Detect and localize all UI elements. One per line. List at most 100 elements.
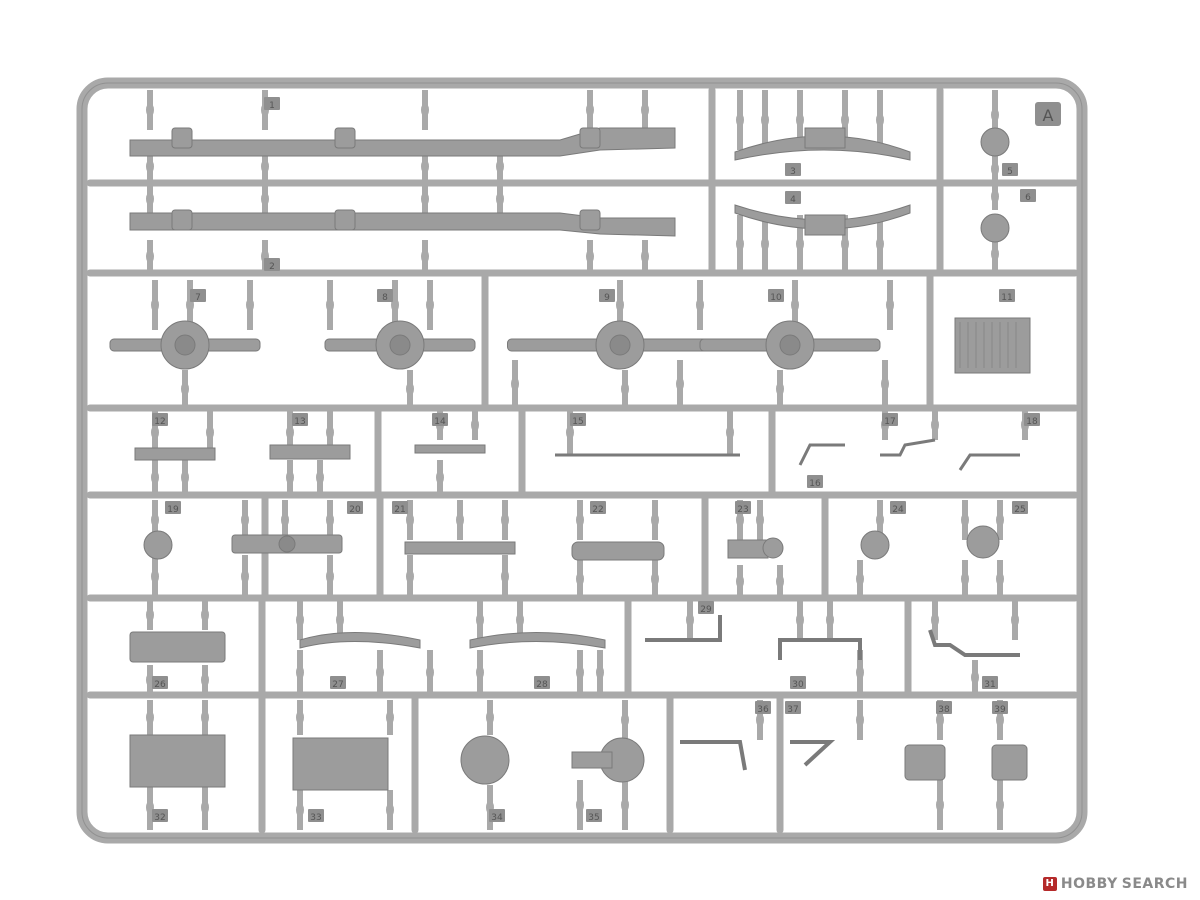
gate-tab (426, 665, 434, 680)
part-number-tag (190, 289, 206, 302)
gate-tab (406, 382, 414, 396)
part-number-9: 9 (604, 293, 610, 303)
gate-tab (286, 470, 294, 485)
part-number-23: 23 (737, 505, 748, 515)
chassis-rail-part-1 (129, 127, 676, 157)
gearbox-part-23 (727, 539, 769, 559)
chassis-bracket-3 (579, 127, 601, 149)
part-number-tag (735, 501, 751, 514)
gate-tab (201, 673, 209, 687)
gate-tab (261, 159, 269, 174)
gate-tab (151, 569, 159, 584)
part-number-31: 31 (984, 680, 995, 690)
chassis-rail-part-2 (129, 212, 676, 237)
gate-tab (576, 513, 584, 527)
part-number-16: 16 (809, 479, 821, 489)
part-number-tag (785, 701, 801, 714)
part-number-37: 37 (787, 705, 798, 715)
engine-block-part-32 (129, 734, 226, 788)
gate-tab (421, 159, 429, 174)
part-number-tag (992, 701, 1008, 714)
gate-tab (961, 513, 969, 527)
part-number-tag (347, 501, 363, 514)
gate-tab (931, 418, 939, 432)
gate-tab (841, 113, 849, 127)
gate-tab (476, 613, 484, 627)
part-number-tag (292, 413, 308, 426)
part-number-tag (377, 289, 393, 302)
gate-tab (471, 418, 479, 432)
cap-part-19 (143, 530, 173, 560)
gate-tab (281, 513, 289, 527)
gate-tab (886, 298, 894, 312)
oil-pan-part-26 (129, 631, 226, 663)
part-number-tag (308, 809, 324, 822)
part-number-10: 10 (770, 293, 782, 303)
part-number-tag (1012, 501, 1028, 514)
gate-tab (856, 665, 864, 680)
bar-part-22 (571, 541, 665, 561)
part-number-22: 22 (592, 505, 603, 515)
part-number-3: 3 (790, 167, 796, 177)
axle-part-8-hub (389, 334, 411, 356)
part-number-tag (982, 676, 998, 689)
part-number-tag (768, 289, 784, 302)
pipe-part-29 (645, 615, 722, 642)
part-number-tag (936, 701, 952, 714)
gate-tab (421, 103, 429, 117)
gate-tab (796, 613, 804, 627)
sprue-letter-tag (1035, 102, 1061, 126)
hub-part-6 (980, 213, 1010, 243)
gate-tab (406, 513, 414, 527)
chassis-bracket-5 (334, 209, 356, 231)
part-number-4: 4 (790, 195, 796, 205)
gate-tab (796, 237, 804, 251)
gate-tab (151, 470, 159, 485)
gate-tab (1011, 613, 1019, 627)
part-number-39: 39 (994, 705, 1006, 715)
bent-rod-part-17 (880, 438, 936, 457)
plate-part-20-hole (278, 535, 296, 553)
gate-tab (856, 713, 864, 727)
gate-tab (991, 247, 999, 261)
part-number-28: 28 (536, 680, 548, 690)
sprue-outer-frame (76, 77, 1088, 844)
gate-tab (436, 470, 444, 485)
gate-tab (261, 192, 269, 206)
gate-tab (421, 249, 429, 264)
gate-tab (726, 425, 734, 440)
part-number-35: 35 (588, 813, 599, 823)
gate-tab (391, 298, 399, 312)
part-number-26: 26 (154, 680, 166, 690)
gate-tab (876, 113, 884, 127)
gate-tab (241, 569, 249, 584)
part-number-34: 34 (491, 813, 503, 823)
gate-tab (146, 159, 154, 174)
spring-clamp-4 (804, 214, 846, 236)
gate-tab (616, 298, 624, 312)
leaf-spring-part-27 (299, 632, 421, 649)
gate-tab (456, 513, 464, 527)
part-number-15: 15 (572, 417, 583, 427)
part-number-tag (807, 475, 823, 488)
part-number-tag (1002, 163, 1018, 176)
gate-tab (146, 249, 154, 264)
gate-tab (316, 470, 324, 485)
pipe-part-30 (778, 638, 862, 660)
gate-tab (586, 103, 594, 117)
gear-part-24 (860, 530, 890, 560)
housing-part-38 (904, 744, 946, 781)
part-number-tag (152, 413, 168, 426)
part-number-tag (882, 413, 898, 426)
gate-tab (146, 192, 154, 206)
gate-tab (936, 713, 944, 727)
part-number-tag (165, 501, 181, 514)
part-number-tag (392, 501, 408, 514)
watermark: H HOBBY SEARCH (1042, 876, 1188, 892)
gate-tab (286, 425, 294, 440)
gate-tab (496, 159, 504, 174)
part-number-25: 25 (1014, 505, 1025, 515)
chassis-bracket-2 (334, 127, 356, 149)
part-number-20: 20 (349, 505, 361, 515)
part-number-33: 33 (310, 813, 321, 823)
